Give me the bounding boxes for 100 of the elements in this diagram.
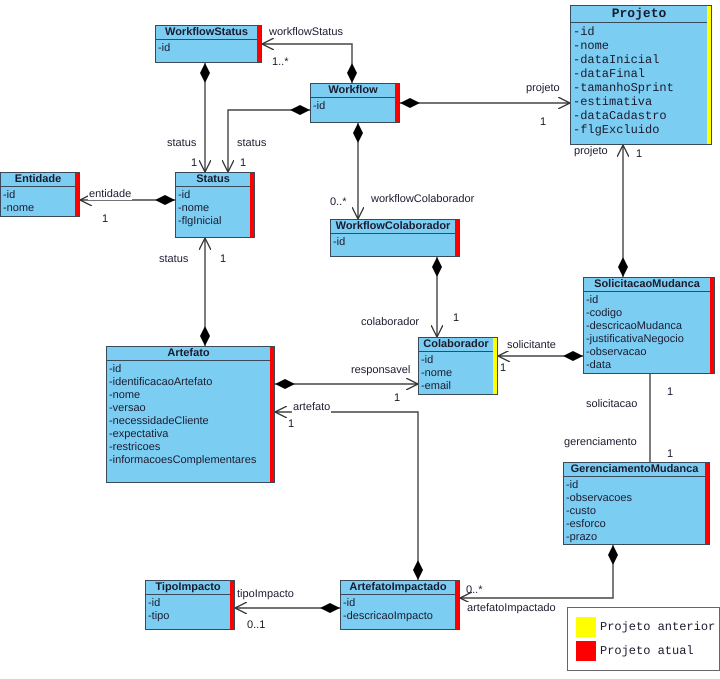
legend-text: Projeto atual xyxy=(600,643,694,660)
role-label: solicitante xyxy=(506,339,557,351)
association-line xyxy=(459,545,618,605)
class-name: Projeto xyxy=(571,6,711,23)
multiplicity-label: 1 xyxy=(540,116,546,128)
multiplicity-label: 1 xyxy=(453,312,460,324)
attribute: -id xyxy=(148,597,160,610)
class-box xyxy=(563,462,710,545)
attribute: -codigo xyxy=(586,307,622,320)
association-line xyxy=(261,37,357,83)
class-name: Entidade xyxy=(1,173,79,187)
association-line xyxy=(351,123,365,220)
role-label: workflowStatus xyxy=(268,26,344,38)
attribute: -id xyxy=(178,189,190,202)
association-line xyxy=(649,374,651,462)
attribute: -restricoes xyxy=(109,441,160,454)
role-label: status xyxy=(158,253,190,265)
class-box xyxy=(570,5,712,145)
attribute: -id xyxy=(3,189,16,202)
class-box xyxy=(0,172,80,217)
attribute: -id xyxy=(333,236,346,249)
role-label: gerenciamento xyxy=(563,436,638,448)
association-line xyxy=(430,257,444,338)
attribute: -custo xyxy=(566,505,596,518)
multiplicity-label: 1 xyxy=(667,448,674,460)
role-label: colaborador xyxy=(360,316,420,328)
attribute: -descricaoMudanca xyxy=(586,320,682,333)
association-line xyxy=(198,237,212,346)
attribute: -id xyxy=(109,363,122,376)
association-line xyxy=(221,105,310,173)
multiplicity-label: 1 xyxy=(191,157,198,169)
association-line xyxy=(234,601,340,615)
class-box xyxy=(418,337,498,395)
multiplicity-label: 0..* xyxy=(330,196,347,208)
legend-text: Projeto anterior xyxy=(600,619,716,636)
multiplicity-label: 0..* xyxy=(466,584,483,596)
class-box xyxy=(310,83,400,123)
class-name: Artefato xyxy=(107,347,274,361)
attribute: -prazo xyxy=(566,531,598,544)
multiplicity-label: 1 xyxy=(394,392,400,404)
role-label: tipoImpacto xyxy=(236,588,295,600)
multiplicity-label: 1 xyxy=(288,418,294,430)
class-name: Status xyxy=(176,173,254,187)
role-label: entidade xyxy=(88,188,132,200)
class-name: Workflow xyxy=(311,84,399,98)
class-box xyxy=(340,580,460,630)
attribute: -id xyxy=(313,100,326,113)
attribute: -versao xyxy=(109,402,146,415)
role-label: projeto xyxy=(525,82,561,94)
class-name: WorkflowStatus xyxy=(156,26,261,40)
attribute: -descricaoImpacto xyxy=(343,610,433,623)
class-name: Colaborador xyxy=(419,338,497,352)
attribute: -id xyxy=(343,597,356,610)
multiplicity-label: 1..* xyxy=(272,56,289,68)
attribute: -expectativa xyxy=(109,428,168,441)
multiplicity-label: 1 xyxy=(220,253,226,265)
attribute: -dataInicial xyxy=(573,53,660,67)
class-name: ArtefatoImpactado xyxy=(341,581,459,595)
attribute: -dataCadastro xyxy=(573,109,667,123)
association-line xyxy=(79,193,175,207)
association-line xyxy=(198,63,212,173)
association-line xyxy=(616,144,630,277)
role-label: status xyxy=(236,137,268,149)
class-name: TipoImpacto xyxy=(146,581,234,595)
attribute: -nome xyxy=(3,202,34,215)
role-label: responsavel xyxy=(350,364,412,376)
attribute: -nome xyxy=(573,39,610,53)
role-label: projeto xyxy=(573,145,609,157)
attribute: -dataFinal xyxy=(573,67,646,81)
attribute: -observacao xyxy=(586,346,647,359)
class-box xyxy=(155,25,262,63)
attribute: -id xyxy=(421,354,434,367)
attribute: -tamanhoSprint xyxy=(573,81,674,95)
class-box xyxy=(175,172,255,238)
association-line xyxy=(497,349,583,363)
class-box xyxy=(330,219,460,257)
attribute: -tipo xyxy=(148,610,170,623)
attribute: -identificacaoArtefato xyxy=(109,376,212,389)
attribute: -id xyxy=(586,294,598,307)
role-label: artefatoImpactado xyxy=(466,602,557,614)
attribute: -observacoes xyxy=(566,492,632,505)
multiplicity-label: solicitacao xyxy=(586,398,638,410)
class-name: SolicitacaoMudanca xyxy=(584,278,714,292)
attribute: -informacoesComplementares xyxy=(109,454,256,467)
attribute: -flgInicial xyxy=(178,215,222,228)
multiplicity-label: 1 xyxy=(667,386,674,398)
role-label: workflowColaborador xyxy=(370,193,476,205)
multiplicity-label: 1 xyxy=(636,148,642,160)
attribute: -estimativa xyxy=(573,95,652,109)
class-box xyxy=(583,277,715,374)
association-line xyxy=(400,96,571,110)
attribute: -esforco xyxy=(566,518,606,531)
attribute: -nome xyxy=(421,367,452,380)
multiplicity-label: 1 xyxy=(240,157,246,169)
association-line xyxy=(275,377,419,391)
attribute: -id xyxy=(566,479,578,492)
role-label: status xyxy=(166,137,198,149)
multiplicity-label: 0..1 xyxy=(247,619,266,631)
attribute: -flgExcluido xyxy=(573,123,660,137)
multiplicity-label: 1 xyxy=(500,362,506,374)
